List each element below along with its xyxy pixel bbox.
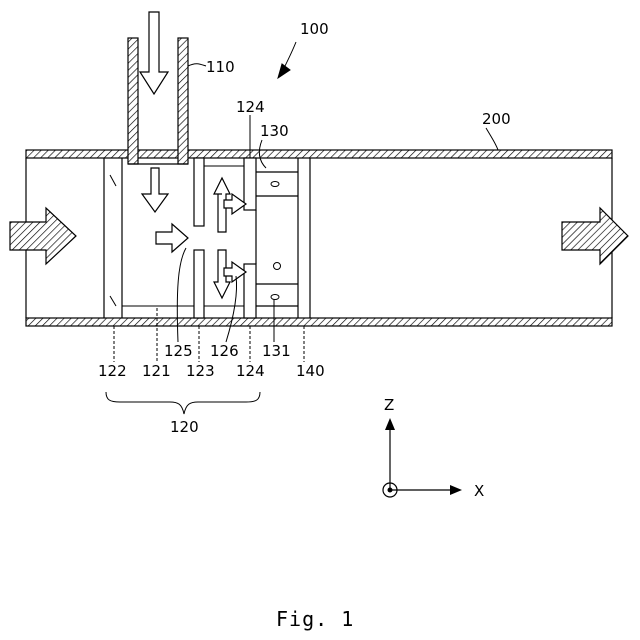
label-126: 126 xyxy=(210,342,239,360)
label-110: 110 xyxy=(206,58,235,76)
label-120: 120 xyxy=(170,418,199,436)
inlet-pipe-right-wall xyxy=(178,38,188,164)
label-131: 131 xyxy=(262,342,291,360)
arrowhead-100 xyxy=(278,64,290,78)
leader-200 xyxy=(486,128,498,150)
leader-100 xyxy=(284,42,296,68)
outlet-arrow-hatched xyxy=(562,208,628,264)
flow-arrow-down xyxy=(142,168,168,212)
x-axis-arrowhead xyxy=(450,485,462,495)
pipe-bottom-wall xyxy=(26,318,612,326)
brace-120 xyxy=(106,392,260,414)
plate-123-lower xyxy=(194,250,204,318)
label-122: 122 xyxy=(98,362,127,380)
y-axis-dot xyxy=(388,488,393,493)
pipe-top-wall xyxy=(26,150,612,158)
label-123: 123 xyxy=(186,362,215,380)
sensor-131-hole xyxy=(271,295,279,300)
plate-122-tick-bottom xyxy=(110,296,116,306)
label-100: 100 xyxy=(300,20,329,38)
leader-110 xyxy=(188,64,206,66)
flow-arrow-right-upper xyxy=(224,194,246,214)
z-axis-arrowhead xyxy=(385,418,395,430)
plate-124-upper xyxy=(244,158,256,210)
label-124-bottom: 124 xyxy=(236,362,265,380)
flow-arrow-right-slit xyxy=(156,224,188,252)
plate-122-tick-top xyxy=(110,175,116,186)
axis-label-z: Z xyxy=(384,396,394,414)
label-125: 125 xyxy=(164,342,193,360)
label-140: 140 xyxy=(296,362,325,380)
flow-arrow-right-lower xyxy=(224,262,246,282)
leader-125 xyxy=(177,248,186,342)
inlet-arrow-hatched xyxy=(10,208,76,264)
figure-caption: Fig. 1 xyxy=(276,607,354,631)
label-124-top: 124 xyxy=(236,98,265,116)
inflow-arrow-down xyxy=(140,12,168,94)
plate-123-upper xyxy=(194,158,204,226)
label-121: 121 xyxy=(142,362,171,380)
axis-label-x: X xyxy=(474,482,484,500)
label-200: 200 xyxy=(482,110,511,128)
sensor-130-hole xyxy=(271,182,279,187)
inlet-pipe-left-wall xyxy=(128,38,138,164)
sensor-center-hole xyxy=(274,263,281,270)
label-130: 130 xyxy=(260,122,289,140)
